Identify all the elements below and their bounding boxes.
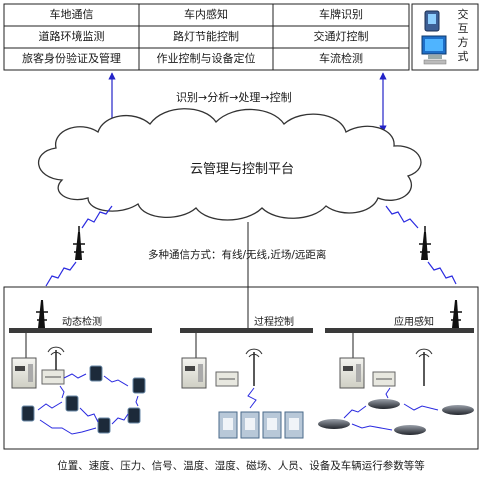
app-cell: 车内感知 [184, 8, 228, 21]
vehicle [442, 405, 474, 415]
monitor-icon [421, 35, 447, 65]
network-label-sensing: 应用感知 [394, 317, 434, 328]
sensor-wireless-links [37, 373, 139, 435]
gateway-antenna-middle [245, 348, 263, 386]
gateway-antenna-left [47, 346, 65, 370]
sensor-node [21, 405, 35, 422]
sensor-node [89, 365, 103, 382]
controller-left [11, 357, 37, 389]
cloud-title: 云管理与控制平台 [190, 162, 295, 177]
sensor-node-group [21, 365, 146, 434]
vehicle [394, 425, 426, 435]
sensor-node [132, 377, 146, 394]
app-cell: 交通灯控制 [313, 30, 369, 43]
network-label-process: 过程控制 [254, 317, 294, 328]
sensor-node [65, 395, 79, 412]
vehicle [368, 399, 400, 409]
right-antenna-tower [419, 226, 431, 260]
hub-right [372, 371, 396, 387]
sensor-node [97, 417, 111, 434]
vehicle-wireless-links [343, 387, 439, 431]
cloud-shape [37, 108, 422, 221]
app-cell: 路灯节能控制 [173, 30, 239, 43]
network-label-dynamic: 动态检测 [62, 317, 102, 328]
monitored-parameters: 位置、速度、压力、信号、温度、湿度、磁场、人员、设备及车辆运行参数等等 [57, 460, 425, 472]
vehicle [318, 419, 350, 429]
bus-bar-process [180, 328, 313, 333]
sensor-node [127, 407, 141, 424]
app-cell: 车流检测 [319, 52, 363, 65]
vehicle-group [318, 399, 474, 435]
app-cell: 车牌识别 [319, 8, 363, 21]
gateway-antenna-right [415, 348, 433, 386]
left-downlink [45, 261, 77, 287]
controller-middle [181, 357, 207, 389]
bus-bar-sensing [325, 328, 474, 333]
right-downlink [427, 261, 457, 285]
interaction-box [411, 3, 479, 71]
left-antenna-tower [73, 226, 85, 260]
application-table [3, 3, 410, 71]
app-cell: 车地通信 [49, 8, 94, 21]
app-cell: 作业控制与设备定位 [156, 52, 256, 65]
left-wireless-link [81, 205, 113, 229]
process-flow-label: 识别→分析→处理→控制 [176, 91, 292, 104]
interaction-label: 交 互 方 式 [457, 8, 469, 63]
hub-middle [215, 371, 239, 387]
bus-antenna-left [36, 300, 48, 328]
controller-right [339, 357, 365, 389]
app-cell: 道路环境监测 [38, 30, 105, 43]
card-reader-group [218, 411, 304, 439]
bus-bar-dynamic [9, 328, 152, 333]
reader-wireless-link [247, 387, 257, 409]
hub-left [41, 369, 65, 385]
right-wireless-link [385, 205, 419, 229]
app-cell: 旅客身份验证及管理 [22, 52, 121, 65]
communication-methods-label: 多种通信方式：有线/无线,近场/远距离 [148, 249, 327, 261]
bus-antenna-right [450, 300, 462, 328]
smartphone-icon [424, 10, 440, 32]
